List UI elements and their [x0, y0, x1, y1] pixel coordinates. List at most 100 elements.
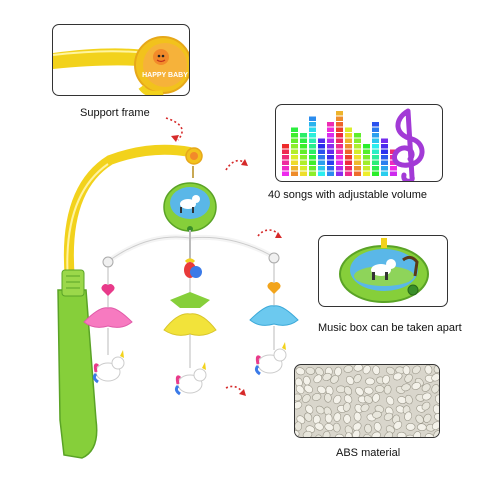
pellet — [372, 410, 382, 419]
pellet — [363, 386, 374, 395]
pellet — [335, 433, 345, 437]
pellet — [295, 367, 305, 376]
pellet — [404, 411, 413, 421]
pellet — [393, 372, 403, 381]
eq-cell — [309, 166, 316, 171]
eq-cell — [345, 144, 352, 149]
canopy-pink — [83, 307, 133, 328]
eq-cell — [336, 160, 343, 165]
eq-cell — [291, 171, 298, 176]
pellet — [315, 434, 324, 437]
pellet — [431, 384, 439, 394]
eq-cell — [372, 160, 379, 165]
eq-cell — [345, 171, 352, 176]
eq-cell — [381, 171, 388, 176]
pellet — [404, 394, 413, 405]
pellet — [325, 385, 334, 396]
pellet — [386, 396, 395, 406]
pellet — [393, 420, 403, 430]
eq-cell — [372, 122, 379, 127]
pellet — [412, 365, 421, 375]
pellet — [415, 414, 424, 424]
pellet — [353, 411, 362, 422]
eq-cell — [291, 133, 298, 138]
eq-cell — [300, 166, 307, 171]
equalizer-graphic — [282, 108, 425, 181]
eq-cell — [345, 138, 352, 143]
canopy-blue — [249, 305, 299, 326]
caption-music-box: Music box can be taken apart — [318, 322, 462, 334]
eq-cell — [354, 149, 361, 154]
eq-cell — [291, 166, 298, 171]
eq-cell — [336, 133, 343, 138]
eq-cell — [345, 155, 352, 160]
eq-cell — [372, 166, 379, 171]
pellet — [364, 423, 372, 434]
eq-cell — [309, 149, 316, 154]
pellet — [302, 430, 313, 437]
eq-cell — [300, 155, 307, 160]
eq-cell — [318, 155, 325, 160]
eq-cell — [309, 160, 316, 165]
eq-cell — [363, 144, 370, 149]
eq-cell — [381, 138, 388, 143]
caption-abs: ABS material — [336, 447, 401, 459]
eq-cell — [336, 155, 343, 160]
eq-cell — [390, 160, 397, 165]
pellet — [315, 367, 324, 377]
eq-cell — [318, 149, 325, 154]
music-box-image — [339, 238, 429, 303]
eq-cell — [309, 116, 316, 121]
pellet — [423, 413, 432, 423]
canopy-yellow — [163, 313, 217, 336]
eq-cell — [282, 155, 289, 160]
eq-cell — [282, 166, 289, 171]
eq-cell — [318, 160, 325, 165]
eq-cell — [336, 166, 343, 171]
eq-cell — [282, 160, 289, 165]
eq-cell — [336, 122, 343, 127]
eq-cell — [336, 171, 343, 176]
tree-icon — [402, 255, 419, 277]
eq-cell — [363, 160, 370, 165]
pellet — [314, 422, 324, 431]
eq-cell — [318, 166, 325, 171]
eq-cell — [282, 149, 289, 154]
pellet — [434, 413, 439, 422]
eq-cell — [318, 138, 325, 143]
eq-cell — [345, 160, 352, 165]
eq-cell — [354, 160, 361, 165]
eq-cell — [336, 116, 343, 121]
pellet — [352, 422, 362, 431]
pellet — [363, 395, 373, 404]
eq-cell — [372, 138, 379, 143]
knob-icon — [407, 284, 419, 296]
clamp-base — [57, 289, 98, 459]
eq-cell — [345, 133, 352, 138]
pellet — [431, 421, 439, 430]
caption-support-frame: Support frame — [80, 107, 150, 119]
pellet — [405, 423, 416, 431]
eq-cell — [291, 155, 298, 160]
eq-cell — [291, 138, 298, 143]
pellet — [373, 422, 382, 432]
pellet — [431, 373, 439, 382]
pellet — [422, 392, 432, 401]
eq-cell — [345, 166, 352, 171]
eq-cell — [327, 138, 334, 143]
eq-cell — [327, 149, 334, 154]
heart-pink-icon — [101, 284, 115, 296]
pellet — [322, 372, 332, 381]
eq-cell — [327, 155, 334, 160]
eq-cell — [309, 155, 316, 160]
canopy-green — [170, 292, 210, 308]
eq-cell — [372, 149, 379, 154]
eq-cell — [318, 171, 325, 176]
pellet — [333, 394, 342, 405]
pellet — [295, 393, 303, 402]
pellet — [401, 383, 411, 392]
pellet — [371, 431, 381, 437]
pellet — [304, 412, 313, 422]
eq-cell — [291, 160, 298, 165]
eq-cell — [354, 171, 361, 176]
